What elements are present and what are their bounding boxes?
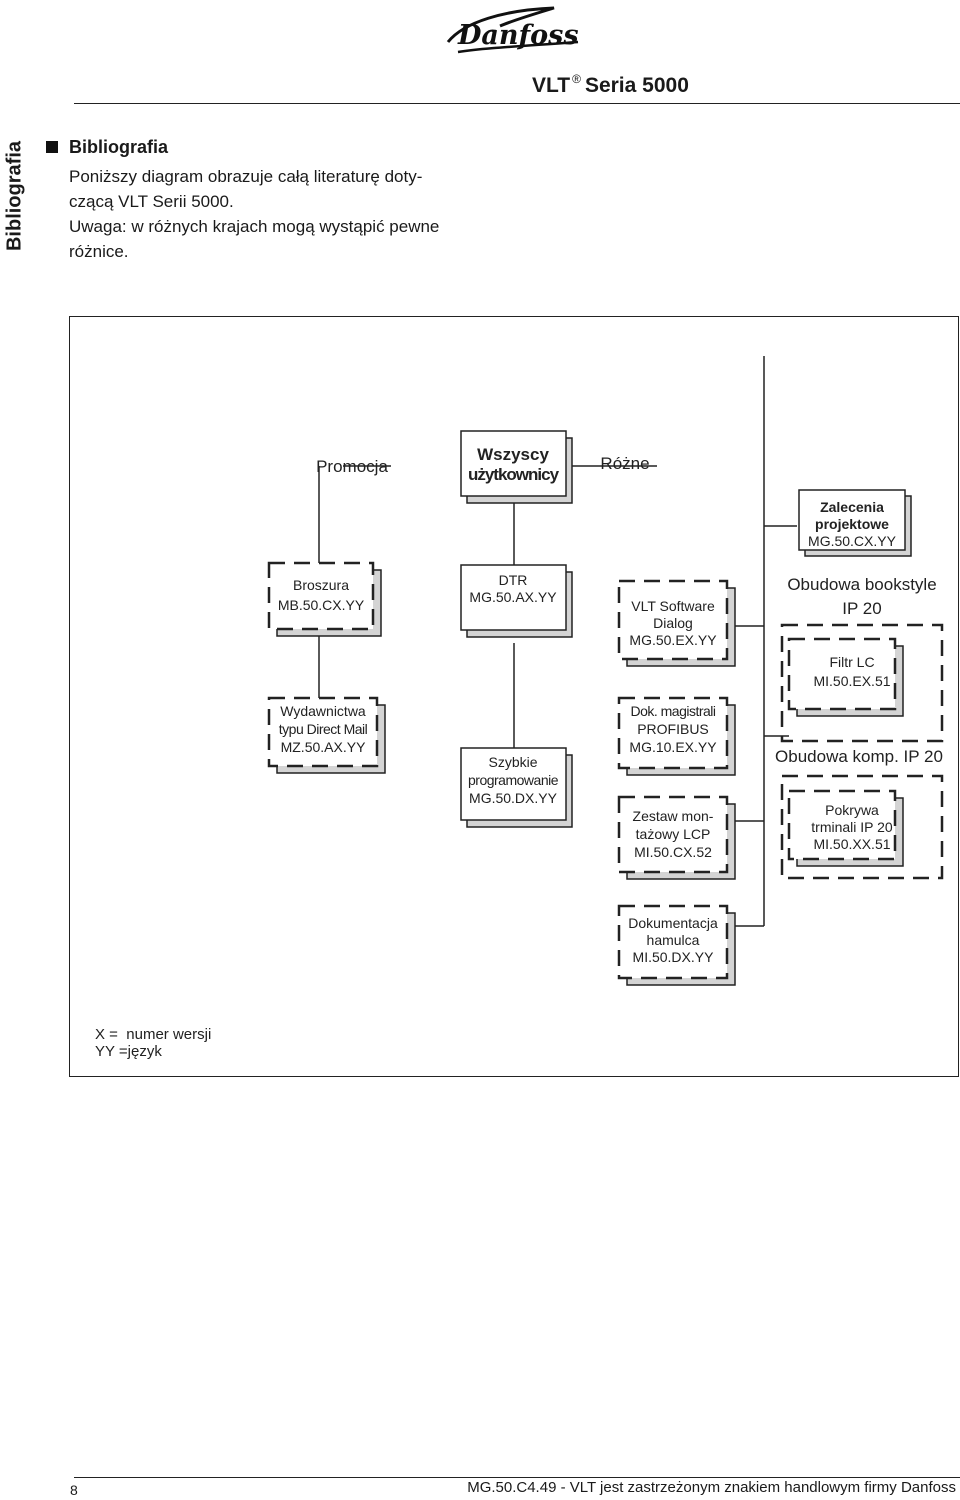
svg-text:użytkownicy: użytkownicy bbox=[468, 465, 560, 484]
svg-text:Dok. magistrali: Dok. magistrali bbox=[630, 703, 715, 719]
group-bookstyle bbox=[780, 623, 944, 743]
box-broszura: Broszura MB.50.CX.YY bbox=[267, 561, 382, 637]
box-szybkie: Szybkie programowanie MG.50.DX.YY bbox=[460, 747, 573, 828]
box-wydawnictwa: Wydawnictwa typu Direct Mail MZ.50.AX.YY bbox=[267, 696, 386, 774]
svg-text:MG.50.CX.YY: MG.50.CX.YY bbox=[808, 533, 897, 549]
header-rule bbox=[74, 103, 960, 104]
svg-text:MI.50.XX.51: MI.50.XX.51 bbox=[813, 836, 890, 852]
diagram-frame bbox=[69, 316, 959, 1077]
box-zestaw: Zestaw mon- tażowy LCP MI.50.CX.52 bbox=[617, 795, 736, 880]
svg-text:Pokrywa: Pokrywa bbox=[825, 802, 879, 818]
svg-text:Filtr LC: Filtr LC bbox=[829, 654, 874, 670]
section-bullet bbox=[46, 141, 58, 153]
svg-text:Wydawnictwa: Wydawnictwa bbox=[280, 703, 366, 719]
svg-text:Dialog: Dialog bbox=[653, 615, 693, 631]
svg-text:projektowe: projektowe bbox=[815, 516, 889, 532]
svg-text:MI.50.CX.52: MI.50.CX.52 bbox=[634, 844, 712, 860]
box-profibus: Dok. magistrali PROFIBUS MG.10.EX.YY bbox=[617, 696, 736, 776]
svg-text:MG.50.DX.YY: MG.50.DX.YY bbox=[469, 790, 558, 806]
label-promocja: Promocja bbox=[316, 457, 388, 476]
svg-text:MI.50.DX.YY: MI.50.DX.YY bbox=[633, 949, 715, 965]
svg-text:typu Direct Mail: typu Direct Mail bbox=[279, 721, 368, 737]
svg-text:trminali IP 20: trminali IP 20 bbox=[811, 819, 893, 835]
label-bookstyle: Obudowa bookstyle bbox=[787, 575, 936, 594]
svg-text:Broszura: Broszura bbox=[293, 577, 349, 593]
legend-yy: YY =język bbox=[95, 1043, 162, 1060]
label-rozne: Różne bbox=[600, 454, 649, 473]
box-dokumentacja: Dokumentacja hamulca MI.50.DX.YY bbox=[617, 904, 736, 986]
svg-text:MI.50.EX.51: MI.50.EX.51 bbox=[813, 673, 890, 689]
svg-text:MG.50.AX.YY: MG.50.AX.YY bbox=[469, 589, 557, 605]
svg-text:DTR: DTR bbox=[499, 572, 528, 588]
box-dtr: DTR MG.50.AX.YY bbox=[460, 564, 573, 638]
brand-wordmark: Danfoss bbox=[457, 20, 579, 51]
svg-text:VLT Software: VLT Software bbox=[631, 598, 715, 614]
footer-trademark: MG.50.C4.49 - VLT jest zastrzeżonym znak… bbox=[467, 1479, 956, 1496]
series-title: VLT®Seria 5000 bbox=[532, 72, 689, 97]
svg-text:MZ.50.AX.YY: MZ.50.AX.YY bbox=[281, 739, 366, 755]
label-komp: Obudowa komp. IP 20 bbox=[775, 747, 943, 766]
side-tab: Bibliografia bbox=[3, 140, 26, 252]
svg-text:PROFIBUS: PROFIBUS bbox=[637, 721, 709, 737]
intro-paragraph: Poniższy diagram obrazuje całą literatur… bbox=[69, 167, 440, 261]
box-zalecenia: Zalecenia projektowe MG.50.CX.YY bbox=[798, 489, 912, 557]
box-filtr: Filtr LC MI.50.EX.51 bbox=[787, 637, 904, 717]
box-wszyscy: Wszyscy użytkownicy bbox=[460, 430, 573, 504]
footer-rule bbox=[74, 1477, 960, 1478]
svg-text:MG.10.EX.YY: MG.10.EX.YY bbox=[629, 739, 717, 755]
svg-text:Szybkie: Szybkie bbox=[488, 754, 537, 770]
box-vlt-software: VLT Software Dialog MG.50.EX.YY bbox=[617, 579, 736, 667]
svg-text:Zestaw mon-: Zestaw mon- bbox=[633, 808, 714, 824]
section-title: Bibliografia bbox=[69, 137, 169, 157]
svg-text:Wszyscy: Wszyscy bbox=[477, 445, 549, 464]
svg-text:Zalecenia: Zalecenia bbox=[820, 499, 884, 515]
danfoss-logo: Danfoss bbox=[444, 4, 584, 56]
svg-text:programowanie: programowanie bbox=[468, 772, 559, 788]
box-pokrywa: Pokrywa trminali IP 20 MI.50.XX.51 bbox=[787, 789, 904, 867]
page-number: 8 bbox=[70, 1482, 78, 1498]
legend-x: X = numer wersji bbox=[95, 1026, 211, 1043]
group-komp bbox=[780, 774, 944, 880]
svg-text:Dokumentacja: Dokumentacja bbox=[628, 915, 718, 931]
svg-text:MG.50.EX.YY: MG.50.EX.YY bbox=[629, 632, 717, 648]
label-bookstyle-ip20: IP 20 bbox=[842, 599, 881, 618]
svg-text:hamulca: hamulca bbox=[647, 932, 700, 948]
svg-text:tażowy LCP: tażowy LCP bbox=[636, 826, 711, 842]
literature-diagram: Wszyscy użytkownicy Promocja Różne Zalec… bbox=[95, 356, 944, 1060]
svg-text:MB.50.CX.YY: MB.50.CX.YY bbox=[278, 597, 365, 613]
